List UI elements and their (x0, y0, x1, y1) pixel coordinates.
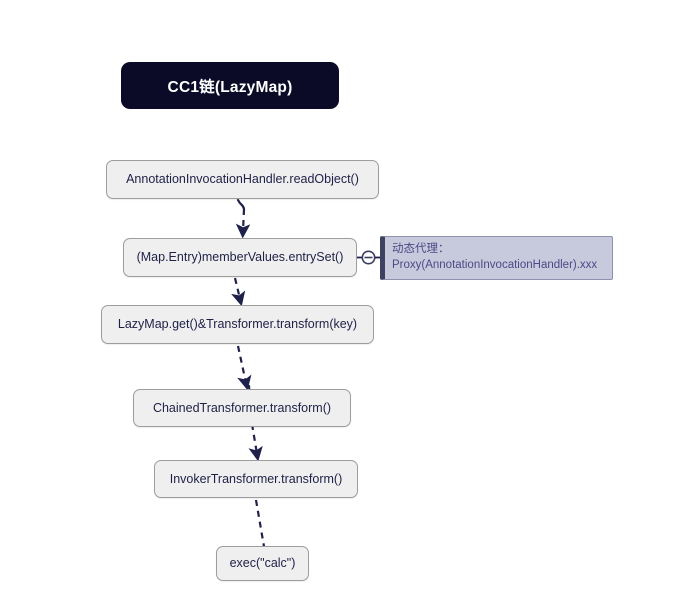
node-invoker-transformer-transform[interactable]: InvokerTransformer.transform() (154, 460, 358, 498)
node-label: exec("calc") (229, 556, 296, 571)
note-connector (357, 250, 381, 265)
node-annotation-invocation-handler-readobject[interactable]: AnnotationInvocationHandler.readObject() (106, 160, 379, 199)
node-label: LazyMap.get()&Transformer.transform(key) (117, 317, 358, 332)
node-member-values-entryset[interactable]: (Map.Entry)memberValues.entrySet() (123, 238, 357, 277)
arrow-entryset-to-lazymap (231, 277, 246, 307)
node-lazymap-get-transformer-transform[interactable]: LazyMap.get()&Transformer.transform(key) (101, 305, 374, 344)
diagram-title-box: CC1链(LazyMap) (121, 62, 339, 109)
node-label: ChainedTransformer.transform() (152, 400, 332, 415)
note-line-1: 动态代理： (392, 243, 450, 256)
node-exec-calc[interactable]: exec("calc") (216, 546, 309, 581)
node-label: InvokerTransformer.transform() (169, 471, 343, 486)
arrow-readobject-to-entryset (235, 198, 251, 239)
note-line-2: Proxy(AnnotationInvocationHandler).xxx (392, 259, 598, 271)
node-label: AnnotationInvocationHandler.readObject() (126, 172, 359, 187)
note-dynamic-proxy[interactable]: 动态代理： Proxy(AnnotationInvocationHandler)… (380, 236, 613, 280)
arrow-lazymap-to-chainedtransformer (236, 345, 252, 391)
node-label: (Map.Entry)memberValues.entrySet() (136, 250, 344, 265)
node-chained-transformer-transform[interactable]: ChainedTransformer.transform() (133, 389, 351, 427)
page-title: CC1链(LazyMap) (167, 78, 293, 96)
